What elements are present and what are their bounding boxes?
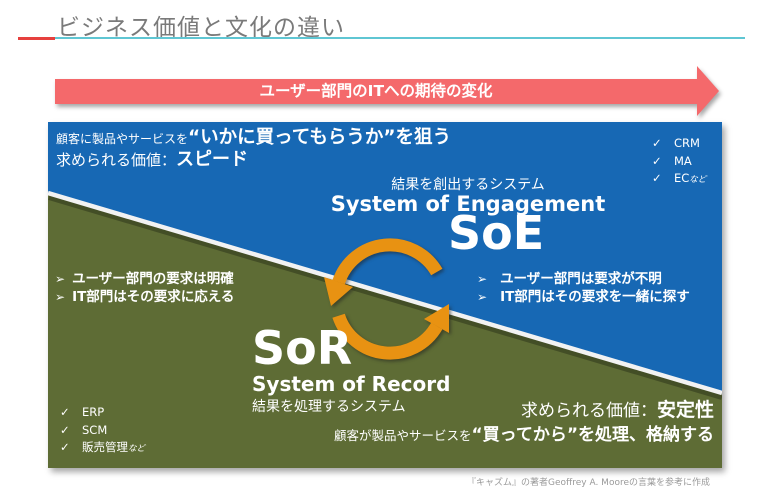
soe-aim-block: 顧客に製品やサービスを“いかに買ってもらうか”を狙う 求められる価値：スピード — [56, 126, 451, 172]
right-arrow-icon — [697, 66, 719, 116]
sor-region — [48, 193, 722, 468]
soe-value-bold: スピード — [176, 149, 249, 171]
check-icon: ✓ — [60, 405, 70, 419]
soe-value-line: 求められる価値：スピード — [56, 149, 451, 172]
cycle-arrows-icon — [324, 238, 449, 360]
bullet-arrow-icon: ➢ — [55, 290, 66, 304]
check-icon: ✓ — [652, 153, 662, 168]
check-icon: ✓ — [60, 422, 70, 437]
sor-bullet-text: ユーザー部門の要求は明確 — [72, 271, 234, 287]
right-arrow-body — [55, 79, 697, 104]
list-item: ➢ IT部門はその要求を一緒に探す — [477, 288, 690, 306]
sor-system-label: ERP — [82, 405, 105, 419]
sor-value-bold: 安定性 — [656, 399, 714, 421]
list-item: ➢ ユーザー部門は要求が不明 — [477, 270, 690, 288]
bullet-arrow-icon: ➢ — [477, 272, 488, 286]
diagonal-divider — [48, 190, 722, 396]
soe-aim-bold: “いかに買ってもらうか”を狙う — [188, 127, 451, 148]
list-item: ➢ ユーザー部門の要求は明確 — [55, 270, 234, 288]
check-icon: ✓ — [60, 440, 70, 454]
sor-system-label: 販売管理 — [82, 440, 128, 454]
sor-bullet-text: IT部門はその要求に応える — [72, 289, 235, 305]
list-item: ✓ CRM — [652, 136, 706, 154]
soe-system-label: CRM — [674, 136, 700, 150]
sor-value-prefix: 求められる価値： — [520, 401, 657, 421]
check-icon: ✓ — [652, 171, 662, 185]
bullet-arrow-icon: ➢ — [55, 272, 66, 286]
soe-system-suffix: など — [689, 175, 707, 185]
check-icon: ✓ — [652, 136, 662, 150]
list-item: ✓ MA — [652, 154, 706, 172]
soe-subtitle-en: System of Engagement — [330, 192, 606, 216]
list-item: ✓ ERP — [60, 405, 145, 423]
soe-system-label: EC — [674, 171, 690, 185]
sor-system-suffix: など — [128, 444, 146, 454]
sor-handle-line: 顧客が製品やサービスを“買ってから”を処理、格納する — [334, 424, 714, 447]
sor-title-block: SoR System of Record 結果を処理するシステム — [252, 321, 451, 416]
sor-systems-list: ✓ ERP ✓ SCM ✓ 販売管理など — [60, 405, 145, 458]
sor-acronym: SoR — [252, 321, 353, 375]
sor-value-line: 求められる価値：安定性 — [334, 398, 714, 424]
soe-value-prefix: 求められる価値： — [56, 151, 177, 170]
sor-bullet-list: ➢ ユーザー部門の要求は明確 ➢ IT部門はその要求に応える — [55, 270, 234, 306]
diagram-background — [48, 190, 722, 468]
list-item: ➢ IT部門はその要求に応える — [55, 288, 234, 306]
divider-shadow — [48, 194, 722, 400]
list-item: ✓ ECなど — [652, 171, 706, 189]
attribution-footer: 『キャズム』の著者Geoffrey A. Mooreの言葉を参考に作成 — [467, 478, 710, 488]
title-underline-red — [18, 37, 55, 40]
soe-acronym: SoE — [448, 206, 545, 260]
soe-bullet-list: ➢ ユーザー部門は要求が不明 ➢ IT部門はその要求を一緒に探す — [477, 270, 690, 306]
sor-system-label: SCM — [82, 422, 108, 437]
soe-aim-prefix: 顧客に製品やサービスを — [56, 132, 189, 146]
banner-label: ユーザー部門のITへの期待の変化 — [259, 82, 493, 100]
page-title: ビジネス価値と文化の違い — [57, 15, 345, 41]
sor-handle-bold: “買ってから”を処理、格納する — [471, 424, 715, 445]
sor-subtitle-en: System of Record — [252, 372, 451, 397]
list-item: ✓ SCM — [60, 423, 145, 441]
soe-systems-list: ✓ CRM ✓ MA ✓ ECなど — [652, 136, 706, 189]
soe-bullet-text: ユーザー部門は要求が不明 — [500, 271, 662, 287]
bullet-arrow-icon: ➢ — [477, 290, 488, 304]
soe-bullet-text: IT部門はその要求を一緒に探す — [500, 289, 690, 305]
title-underline-cyan — [55, 37, 745, 39]
soe-system-label: MA — [674, 153, 692, 168]
sor-handle-prefix: 顧客が製品やサービスを — [333, 427, 472, 443]
expectation-arrow-banner: ユーザー部門のITへの期待の変化 — [55, 66, 721, 116]
soe-subtitle-jp: 結果を創出するシステム — [391, 177, 545, 193]
sor-subtitle-jp: 結果を処理するシステム — [252, 399, 406, 416]
list-item: ✓ 販売管理など — [60, 440, 145, 458]
sor-value-block: 求められる価値：安定性 顧客が製品やサービスを“買ってから”を処理、格納する — [334, 398, 714, 447]
soe-aim-line: 顧客に製品やサービスを“いかに買ってもらうか”を狙う — [56, 126, 451, 149]
soe-sor-diagram: 顧客に製品やサービスを“いかに買ってもらうか”を狙う 求められる価値：スピード … — [48, 122, 722, 468]
